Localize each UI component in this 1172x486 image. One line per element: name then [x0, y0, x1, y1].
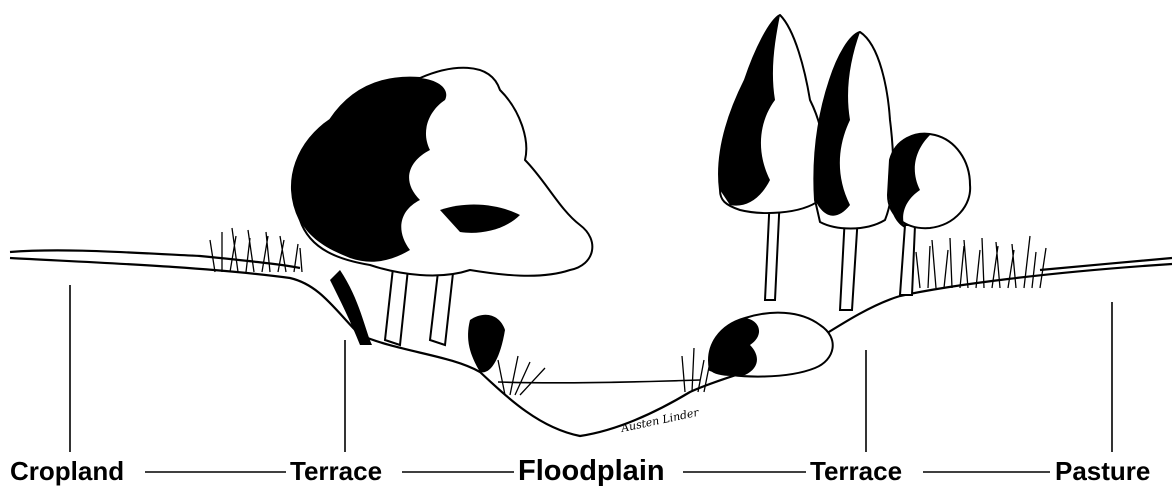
label-cropland: Cropland [10, 456, 124, 486]
grass-clump-right [916, 236, 1046, 288]
label-floodplain: Floodplain [518, 455, 665, 486]
shrub-right-bank [709, 313, 833, 377]
tree-right-tall-1 [719, 15, 825, 300]
reeds-left [498, 356, 545, 395]
water-surface [498, 380, 700, 383]
label-terrace-right: Terrace [810, 456, 902, 486]
label-pasture: Pasture [1055, 456, 1150, 486]
ground-profile [10, 258, 1172, 436]
tree-right-tall-2 [814, 32, 893, 310]
artist-signature: Austen Linder [619, 406, 701, 435]
label-terrace-left: Terrace [290, 456, 382, 486]
tree-left-large [292, 68, 592, 373]
